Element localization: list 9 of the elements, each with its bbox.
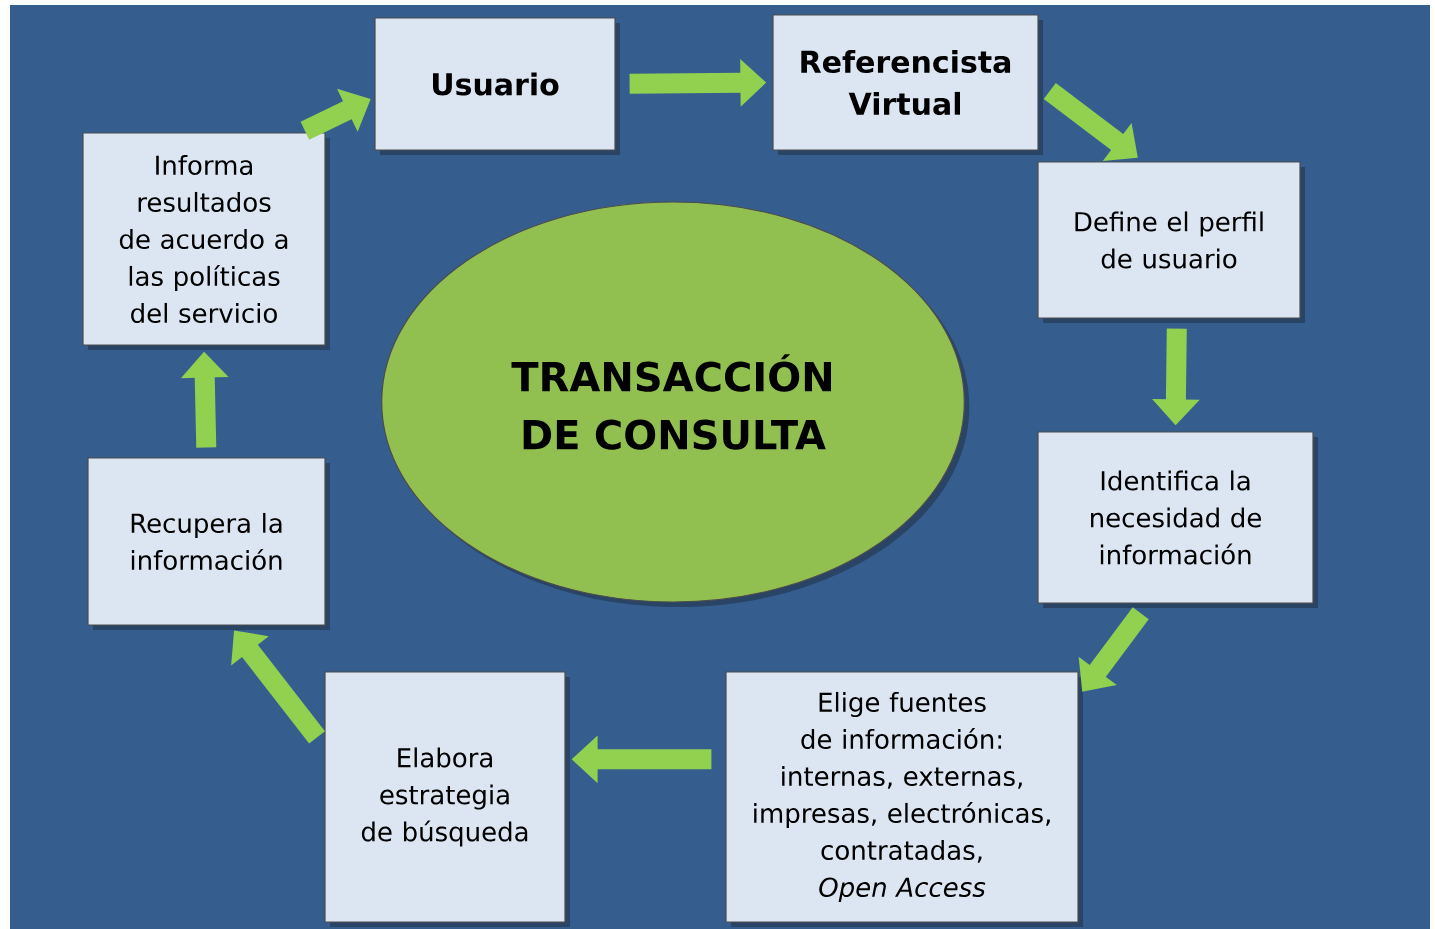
process-box: Informa resultados de acuerdo a las políticas del servicio bbox=[82, 132, 330, 350]
process-box: Elabora estrategia de búsqueda bbox=[324, 671, 570, 927]
process-box: Define el perfil de usuario bbox=[1037, 161, 1305, 323]
process-box: Recupera la información bbox=[87, 457, 330, 630]
process-box: Referencista Virtual bbox=[772, 14, 1043, 155]
process-box: Usuario bbox=[374, 17, 620, 155]
block-arrow bbox=[231, 630, 325, 744]
process-box: Elige fuentes de información: internas, externas, impresas, electrónicas, contratadas, Open Access bbox=[725, 671, 1083, 927]
process-box: Identifica la necesidad de información bbox=[1037, 431, 1318, 608]
